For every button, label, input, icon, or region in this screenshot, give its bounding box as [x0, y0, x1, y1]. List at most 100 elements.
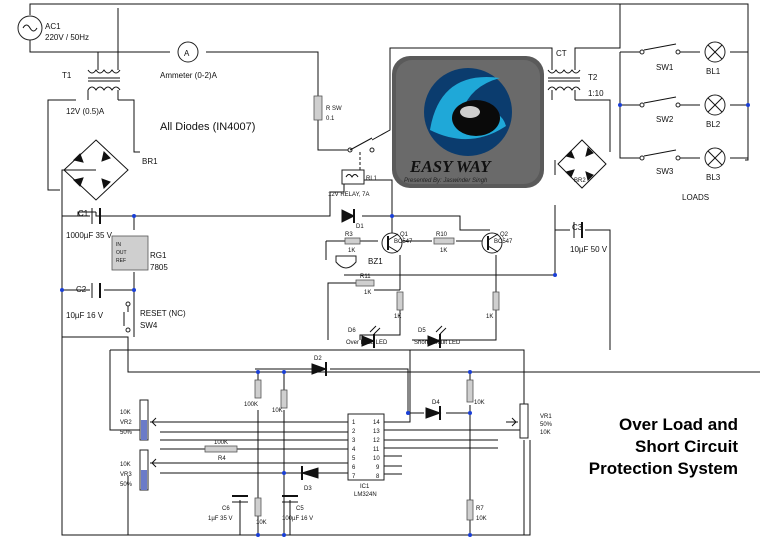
transistor-q1: Q1 BC547 — [381, 232, 413, 254]
svg-text:9: 9 — [376, 465, 380, 471]
sw4-label: SW4 — [140, 321, 158, 330]
svg-text:11: 11 — [373, 447, 380, 453]
ic-pins-right: 14 13 12 11 10 9 8 — [373, 420, 380, 480]
svg-text:2: 2 — [352, 429, 356, 435]
led-d6: D6 Over Load LED — [346, 325, 388, 348]
transistor-q2: Q2 BC547 — [481, 232, 513, 254]
svg-text:D4: D4 — [432, 400, 440, 406]
title-line-2: Short Circuit — [635, 437, 738, 456]
svg-text:IC1: IC1 — [360, 484, 370, 490]
bulb-bl1: BL1 — [704, 41, 726, 76]
buzzer-bz1: BZ1 — [335, 255, 383, 269]
svg-text:C5: C5 — [296, 506, 304, 512]
svg-text:1K: 1K — [394, 314, 401, 320]
svg-text:7: 7 — [352, 474, 356, 480]
svg-text:R4: R4 — [218, 456, 226, 462]
ic-lm324: 1 2 3 4 5 6 7 14 13 12 11 10 9 8 IC1 LM3… — [347, 413, 385, 498]
reset-label: RESET (NC) — [140, 309, 186, 318]
resistor-1k-a: 1K — [394, 291, 404, 320]
svg-text:R10: R10 — [436, 232, 448, 238]
svg-text:Over Load LED: Over Load LED — [346, 340, 388, 346]
svg-text:Q1: Q1 — [400, 232, 409, 238]
resistor-r10: R10 1K — [433, 232, 455, 254]
bulb-bl2: BL2 — [704, 94, 726, 129]
c1-rating: 1000µF 35 V — [66, 231, 113, 240]
c2-rating: 10µF 16 V — [66, 311, 104, 320]
svg-text:12: 12 — [373, 438, 380, 444]
resistor-r7: R7 10K — [466, 499, 487, 522]
ac-source: AC1 220V / 50Hz — [17, 15, 89, 42]
load-sw1: SW1 — [639, 43, 681, 72]
logo-tagline: Presented By: Jaswinder Singh — [404, 178, 488, 184]
ammeter: A Ammeter (0-2)A — [160, 41, 218, 80]
shunt-resistor: R SW 0.1 — [313, 95, 342, 122]
t1-label: T1 — [62, 71, 72, 80]
diode-d4: D4 — [425, 400, 442, 420]
resistor-r11: R11 1K — [355, 274, 375, 296]
svg-text:50%: 50% — [120, 430, 133, 436]
c1-label: C1 — [78, 209, 89, 218]
resistor-r3: R3 1K — [344, 232, 361, 254]
diode-d2: D2 — [311, 356, 328, 376]
bridge-br1: BR1 — [63, 139, 158, 201]
rl1-label: RL1 — [366, 176, 378, 182]
rg1-label: RG1 — [150, 251, 167, 260]
svg-text:4: 4 — [352, 447, 356, 453]
t1-rating: 12V (0.5)A — [66, 107, 105, 116]
junction-dots — [60, 103, 750, 537]
load-sw2: SW2 — [639, 96, 681, 124]
svg-text:1K: 1K — [440, 248, 447, 254]
svg-text:REF: REF — [116, 258, 126, 264]
svg-text:BL3: BL3 — [706, 173, 721, 182]
svg-text:C6: C6 — [222, 506, 230, 512]
potentiometer-vr3: 10K VR3 50% — [120, 449, 160, 491]
svg-text:SW2: SW2 — [656, 115, 674, 124]
resistor-100k: 100K — [244, 379, 262, 408]
svg-text:10: 10 — [373, 456, 380, 462]
svg-text:1K: 1K — [486, 314, 493, 320]
capacitor-c6: C6 1µF 35 V — [208, 495, 248, 522]
svg-text:100µF 16 V: 100µF 16 V — [282, 516, 313, 522]
svg-text:Q2: Q2 — [500, 232, 509, 238]
capacitor-c3: C3 10µF 50 V — [570, 222, 608, 254]
svg-text:CT: CT — [556, 49, 567, 58]
svg-text:D3: D3 — [304, 486, 312, 492]
resistor-10k-b: 10K — [466, 379, 485, 406]
svg-text:VR1: VR1 — [540, 414, 552, 420]
svg-text:10K: 10K — [120, 462, 131, 468]
svg-text:VR3: VR3 — [120, 472, 132, 478]
svg-text:BC547: BC547 — [494, 239, 513, 245]
diode-d3: D3 — [300, 466, 319, 492]
svg-text:10µF 50 V: 10µF 50 V — [570, 245, 608, 254]
svg-text:10K: 10K — [474, 400, 485, 406]
svg-text:VR2: VR2 — [120, 420, 132, 426]
svg-text:10K: 10K — [272, 408, 283, 414]
svg-text:100K: 100K — [214, 440, 228, 446]
svg-text:BR2: BR2 — [574, 178, 586, 184]
svg-text:1: 1 — [352, 420, 356, 426]
svg-text:R11: R11 — [360, 274, 371, 280]
svg-text:C3: C3 — [572, 223, 583, 232]
svg-text:8: 8 — [376, 474, 380, 480]
bulb-bl3: BL3 — [704, 147, 726, 182]
load-sw3: SW3 — [639, 149, 681, 176]
potentiometer-vr1: VR1 50% 10K — [506, 403, 553, 439]
resistor-10k-c: 10K — [254, 497, 267, 526]
diagram-title: Over Load and Short Circuit Protection S… — [589, 415, 739, 478]
led-d5: D5 Short Circuit LED — [414, 325, 461, 348]
svg-text:13: 13 — [373, 429, 380, 435]
rg1-part: 7805 — [150, 263, 168, 272]
svg-text:1K: 1K — [348, 248, 355, 254]
title-line-3: Protection System — [589, 459, 738, 478]
c2-label: C2 — [76, 285, 87, 294]
resistor-r4: 100K R4 — [204, 440, 238, 462]
ac1-rating: 220V / 50Hz — [45, 33, 89, 42]
svg-text:BC547: BC547 — [394, 239, 413, 245]
svg-text:50%: 50% — [540, 422, 553, 428]
svg-text:10K: 10K — [120, 410, 131, 416]
svg-text:1µF 35 V: 1µF 35 V — [208, 516, 232, 522]
svg-text:R3: R3 — [345, 232, 353, 238]
svg-text:BZ1: BZ1 — [368, 257, 383, 266]
